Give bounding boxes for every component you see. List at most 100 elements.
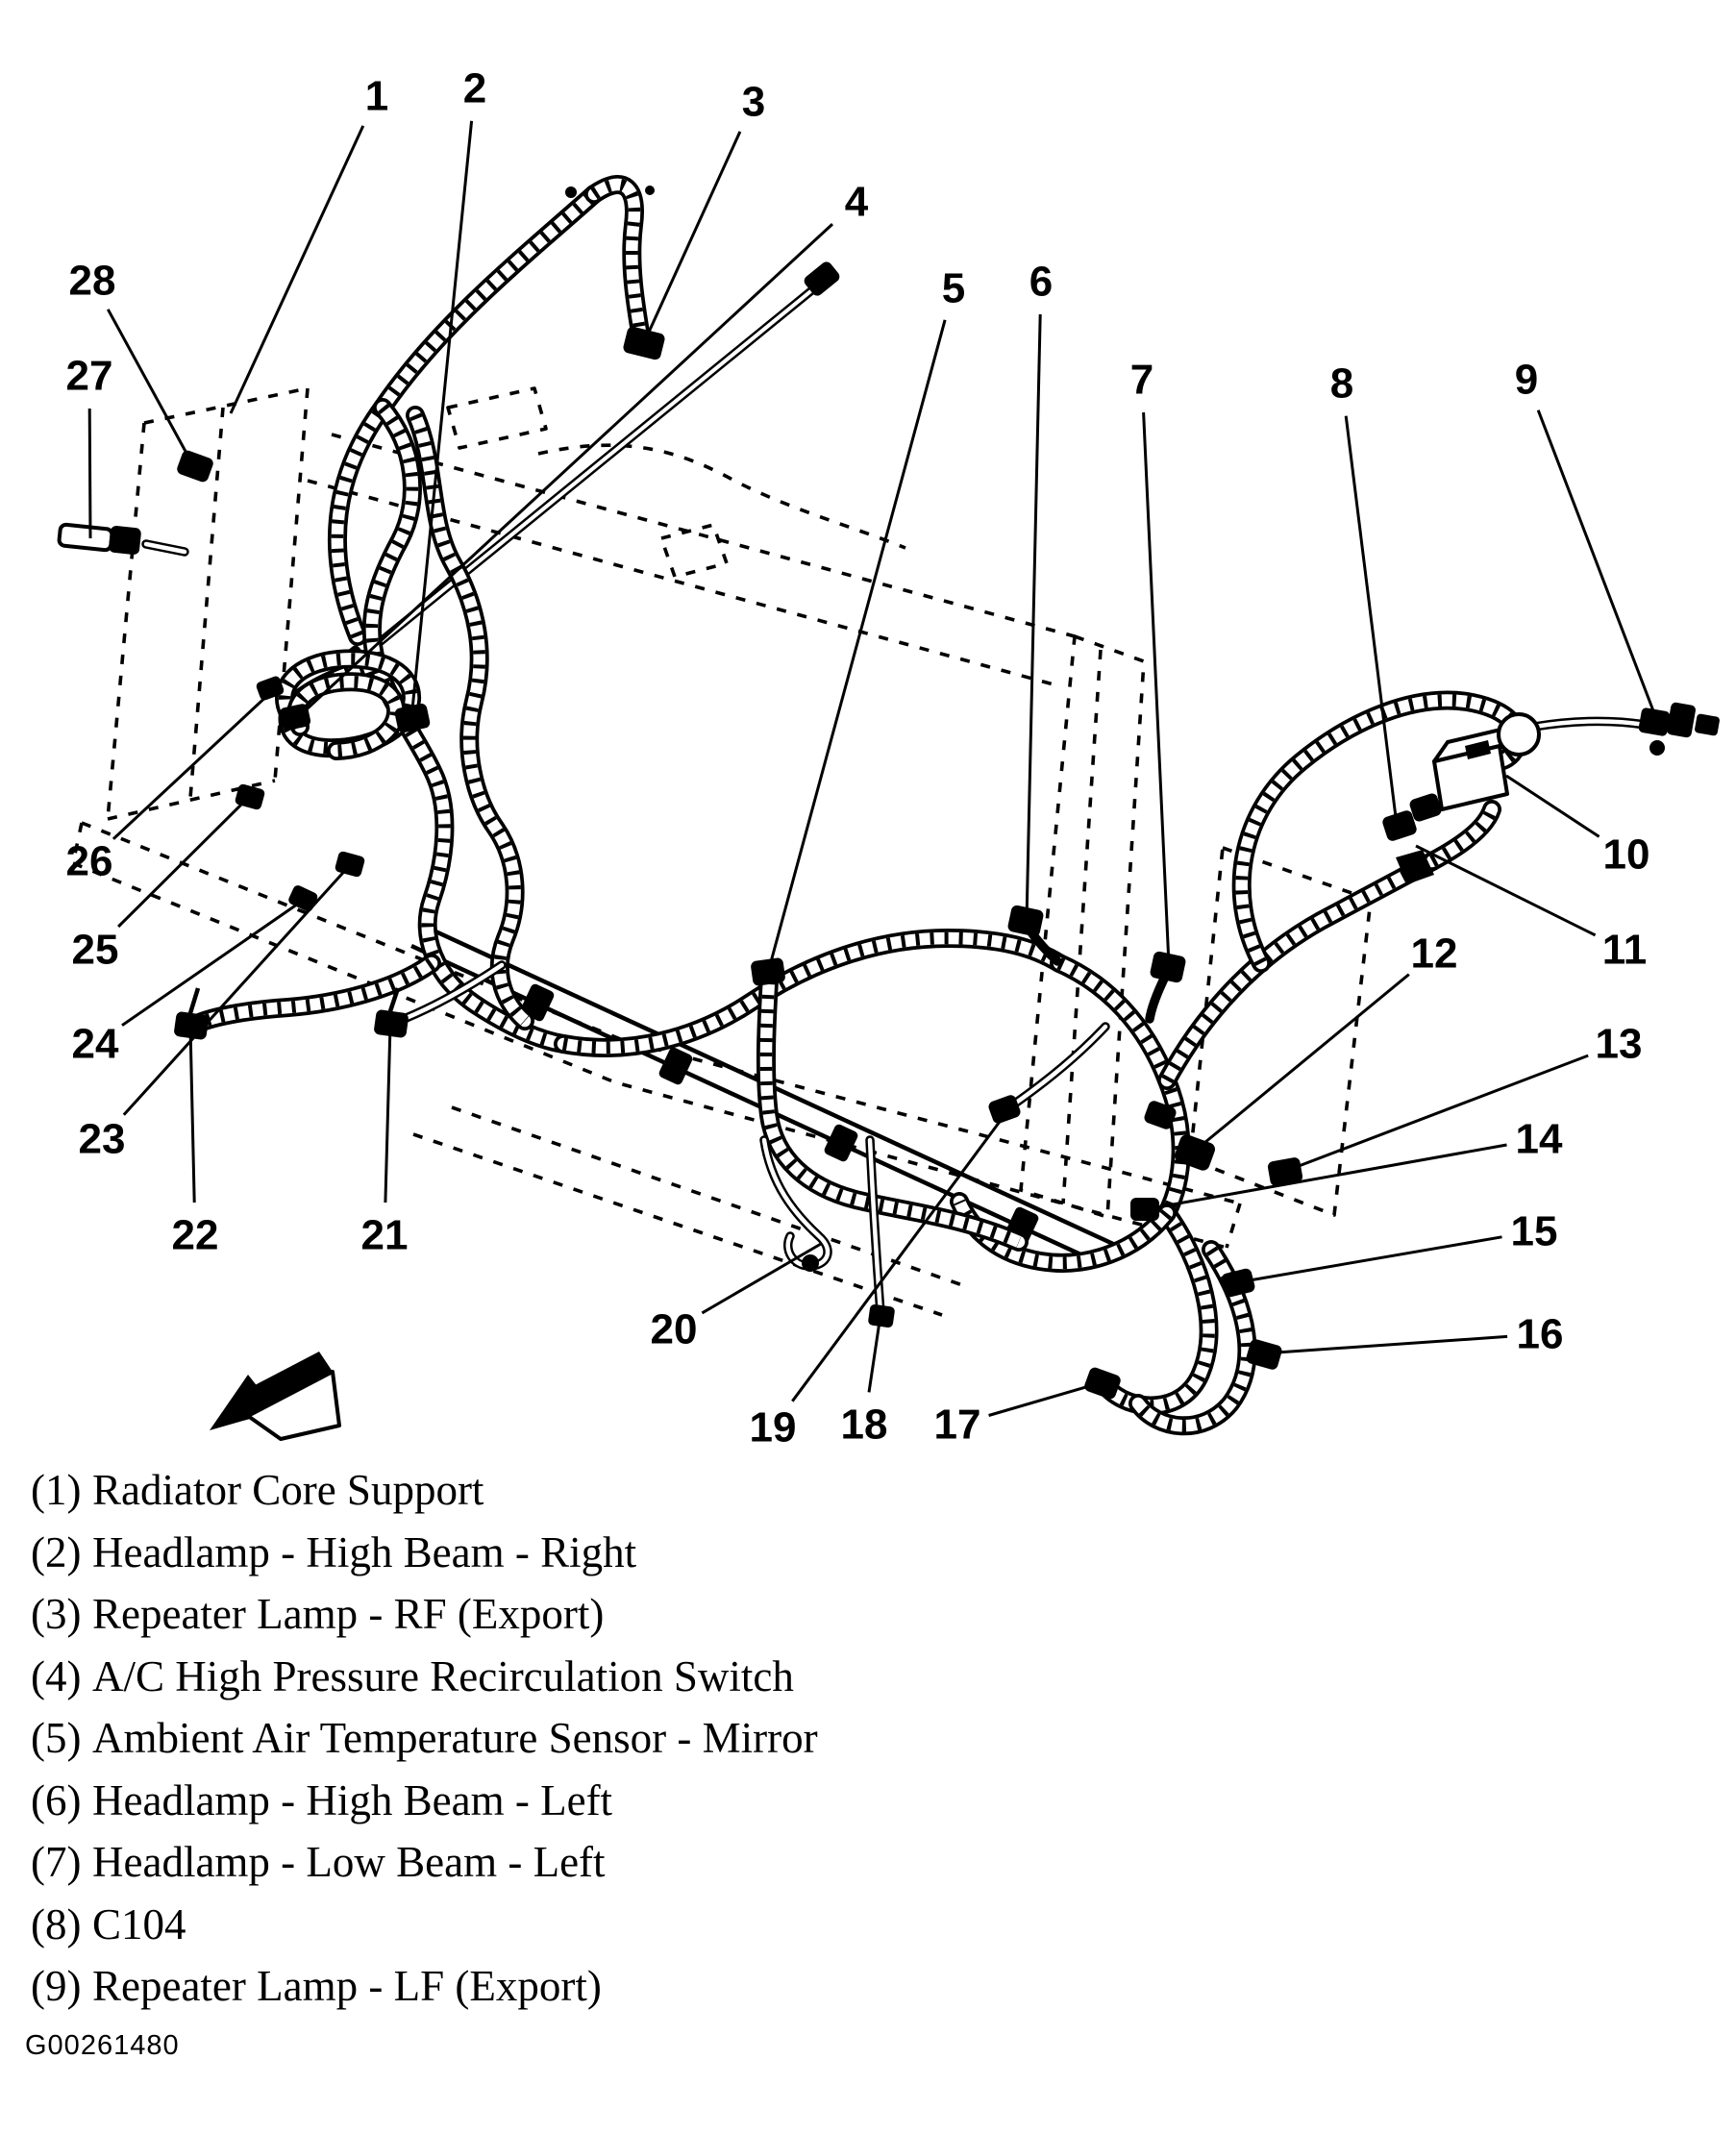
legend-item-number: (2)	[31, 1527, 82, 1576]
callout-leader-4	[294, 222, 834, 721]
callout-leader-16	[1262, 1334, 1508, 1355]
callout-label-14: 14	[1516, 1116, 1563, 1163]
bolt-connector-21	[374, 987, 409, 1038]
legend-item-label: Repeater Lamp - LF (Export)	[92, 1962, 602, 2010]
callout-label-17: 17	[934, 1402, 981, 1449]
legend-item-label: Headlamp - High Beam - Right	[92, 1527, 637, 1576]
callout-label-22: 22	[172, 1212, 219, 1259]
c104-connector-pair	[1382, 793, 1442, 841]
callout-label-12: 12	[1411, 931, 1458, 978]
legend-row: (1)Radiator Core Support	[31, 1459, 818, 1522]
legend-row: (5)Ambient Air Temperature Sensor - Mirr…	[31, 1707, 818, 1770]
callout-label-16: 16	[1517, 1311, 1564, 1358]
callout-leader-18	[867, 1314, 882, 1393]
callout-leader-15	[1237, 1235, 1502, 1284]
callout-leader-26	[112, 690, 273, 840]
callout-label-6: 6	[1029, 259, 1053, 306]
harness-ring-clamp	[1497, 712, 1541, 757]
callout-leader-7	[1142, 411, 1171, 966]
legend-item-label: A/C High Pressure Recirculation Switch	[92, 1651, 794, 1700]
callout-leader-28	[106, 309, 196, 468]
callout-label-28: 28	[69, 258, 116, 305]
headlamp-high-beam-left-connector	[1007, 905, 1062, 966]
legend-row: (2)Headlamp - High Beam - Right	[31, 1522, 818, 1584]
relay-box-10	[1432, 725, 1515, 811]
callout-label-24: 24	[72, 1021, 119, 1068]
callout-leader-13	[1285, 1054, 1589, 1173]
callout-leader-12	[1193, 973, 1410, 1154]
legend-item-number: (4)	[31, 1651, 82, 1700]
callout-leader-21	[384, 1024, 392, 1203]
legend-row: (3)Repeater Lamp - RF (Export)	[31, 1583, 818, 1646]
callout19-connector	[988, 1095, 1021, 1124]
legend-row: (9)Repeater Lamp - LF (Export)	[31, 1955, 818, 2018]
callout-label-23: 23	[79, 1116, 126, 1163]
callout-leader-23	[122, 863, 352, 1116]
callout-leader-1	[229, 125, 365, 414]
legend-item-label: Headlamp - High Beam - Left	[92, 1775, 613, 1824]
callout-leader-11	[1415, 844, 1597, 937]
view-direction-arrow-icon	[210, 1352, 341, 1441]
legend-row: (6)Headlamp - High Beam - Left	[31, 1770, 818, 1832]
callout-leader-8	[1344, 415, 1398, 818]
legend-item-number: (8)	[31, 1899, 82, 1948]
callout-label-20: 20	[651, 1306, 698, 1353]
callout-label-11: 11	[1602, 927, 1648, 974]
headlamp-low-beam-left-connector	[1145, 951, 1186, 1024]
grille-harness-connector-27	[57, 522, 141, 556]
repeater-lamp-lf-connector	[1638, 702, 1720, 756]
legend-item-number: (1)	[31, 1466, 82, 1514]
callout-label-2: 2	[463, 65, 486, 112]
legend-item-label: Radiator Core Support	[92, 1466, 484, 1514]
legend-item-number: (5)	[31, 1714, 82, 1762]
callout-label-9: 9	[1515, 357, 1538, 404]
callout-leader-6	[1025, 313, 1042, 922]
ambient-air-temp-sensor-mirror-connector	[751, 957, 785, 986]
harness-connectors	[57, 186, 1720, 1400]
repeater-lamp-rf-connector	[623, 326, 665, 360]
callout-label-13: 13	[1596, 1021, 1643, 1068]
callout-label-15: 15	[1511, 1208, 1558, 1255]
legend-item-label: Repeater Lamp - RF (Export)	[92, 1590, 605, 1638]
callout-label-19: 19	[750, 1404, 797, 1452]
callout20-wire-end	[802, 1254, 819, 1272]
legend-item-number: (9)	[31, 1962, 82, 2010]
callout-leader-22	[188, 1026, 196, 1203]
callout-leader-20	[701, 1242, 822, 1315]
callout-leader-3	[644, 131, 742, 339]
legend-item-number: (6)	[31, 1775, 82, 1824]
callout-label-18: 18	[841, 1402, 888, 1449]
callout-label-21: 21	[361, 1212, 409, 1259]
callout-leader-24	[121, 898, 305, 1027]
callout-label-7: 7	[1130, 357, 1153, 404]
callout-leader-27	[87, 408, 92, 539]
callout-label-5: 5	[942, 265, 965, 312]
legend-item-number: (3)	[31, 1590, 82, 1638]
callout-label-27: 27	[66, 353, 113, 400]
legend-item-label: Headlamp - Low Beam - Left	[92, 1838, 606, 1886]
callout-label-10: 10	[1603, 831, 1650, 879]
callout-leader-25	[117, 796, 250, 929]
legend-row: (7)Headlamp - Low Beam - Left	[31, 1831, 818, 1894]
callout-label-4: 4	[845, 179, 869, 226]
right-cluster-connectors	[1130, 1101, 1303, 1370]
callout-leader-9	[1536, 409, 1659, 722]
callout-leader-5	[767, 319, 947, 970]
callout-leader-10	[1505, 774, 1600, 838]
legend-item-label: Ambient Air Temperature Sensor - Mirror	[92, 1714, 818, 1762]
figure-code: G00261480	[25, 2030, 180, 2061]
callout-label-8: 8	[1330, 360, 1353, 408]
callout-label-1: 1	[365, 73, 388, 120]
legend-item-label: C104	[92, 1899, 186, 1948]
callout-label-26: 26	[66, 838, 113, 885]
callout-label-3: 3	[742, 79, 765, 126]
harness-mount-bracket-11	[1396, 850, 1434, 884]
legend-item-number: (7)	[31, 1838, 82, 1886]
callout-leader-2	[409, 120, 474, 720]
ac-high-pressure-switch	[279, 704, 311, 731]
callout-label-25: 25	[72, 927, 119, 974]
legend-row: (8)C104	[31, 1894, 818, 1956]
